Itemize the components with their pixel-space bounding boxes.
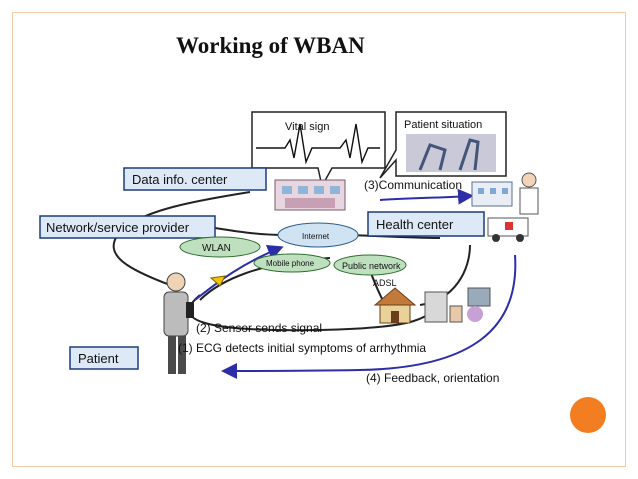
health-center-box: Health center [367,211,485,237]
network-provider-label: Network/service provider [46,220,190,235]
health-center-label: Health center [376,217,454,232]
data-info-center-label: Data info. center [132,172,228,187]
arrow-sensor-signal [194,245,284,301]
step2-sensor-label: (2) Sensor sends signal [196,321,322,335]
data-center-building-icon [274,179,346,211]
vital-sign-label: Vital sign [285,121,329,133]
patient-photo-icon [406,134,496,172]
internet-label: Internet [302,232,330,241]
decorative-orange-dot [570,397,606,433]
arrow-feedback [221,254,517,379]
line-network-to-internet [214,227,286,236]
hospital-building-icon [471,181,513,207]
patient-figure-icon [163,272,194,374]
line-internet-to-health-center [349,234,441,239]
internet-cloud: Internet [277,222,359,248]
public-network-cloud: Public network [333,254,407,276]
doctor-icon [519,172,539,215]
patient-label: Patient [78,351,119,366]
wlan-label: WLAN [202,243,231,254]
patient-box: Patient [69,346,139,370]
patient-situation-label: Patient situation [404,119,482,131]
public-network-label: Public network [342,261,401,271]
adsl-label: ADSL [373,278,397,288]
ecg-waveform-icon [256,123,380,165]
vital-sign-callout: Vital sign [251,111,386,189]
ambulance-icon [487,217,529,242]
mobile-phone-cloud: Mobile phone [253,253,331,273]
flow-arrows [194,188,517,379]
step4-feedback-label: (4) Feedback, orientation [366,371,499,385]
slide-title: Working of WBAN [176,33,365,58]
step1-ecg-label: (1) ECG detects initial symptoms of arrh… [178,341,426,355]
arrow-communication [379,188,474,205]
step3-communication-label: (3)Communication [364,178,462,192]
patient-situation-callout: Patient situation [379,111,507,179]
mobile-phone-label: Mobile phone [266,259,315,268]
network-provider-box: Network/service provider [39,215,216,239]
sensor-device-icon [209,275,226,287]
home-icon [373,287,417,324]
wlan-cloud: WLAN [179,236,261,258]
data-info-center-box: Data info. center [123,167,267,191]
slide-frame [12,12,626,467]
monitoring-terminal-icon [424,287,491,323]
